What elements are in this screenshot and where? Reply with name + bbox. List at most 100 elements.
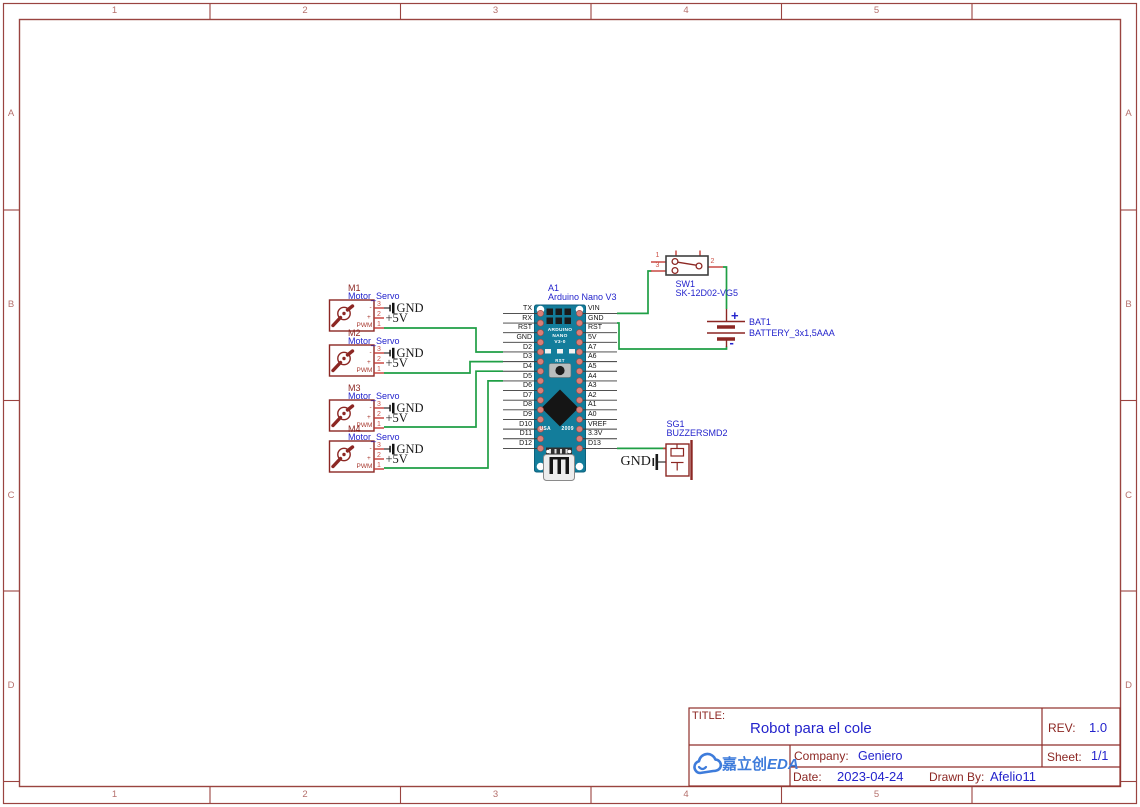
arduino-pin-d6[interactable]: D6 — [523, 382, 532, 390]
servo-m1-designator[interactable]: M1 — [348, 282, 361, 293]
servo-m3-pin2-number: 2 — [377, 410, 381, 418]
arduino-pin-a5-right[interactable]: A5 — [588, 362, 597, 370]
led-indicators-icon — [545, 349, 575, 354]
company-value[interactable]: Geniero — [858, 748, 903, 763]
silk-v3: V3-0 — [554, 340, 566, 346]
sheet-value[interactable]: 1/1 — [1091, 749, 1109, 763]
arduino-pin-d4[interactable]: D4 — [523, 362, 532, 370]
wire-sw2-bat — [723, 266, 728, 309]
arduino-pin-d13-right[interactable]: D13 — [588, 440, 601, 447]
servo-m3-symbol[interactable] — [328, 399, 395, 432]
frame-col-3-top: 3 — [492, 5, 499, 16]
arduino-pin-d5[interactable]: D5 — [523, 372, 532, 380]
buzzer-designator[interactable]: SG1 — [666, 419, 685, 429]
arduino-pin-d2[interactable]: D2 — [523, 343, 532, 351]
servo-m2-pin-plus: + — [367, 358, 371, 366]
servo-m4-gnd-netlabel[interactable]: GND — [396, 442, 424, 456]
wire-m2-d3 — [384, 360, 503, 374]
buzzer-gnd-netlabel[interactable]: GND — [620, 454, 651, 469]
sheet-label: Sheet: — [1047, 749, 1082, 764]
buzzer-sg1-symbol[interactable] — [652, 440, 693, 480]
servo-m1-symbol[interactable] — [328, 299, 395, 332]
date-label: Date: — [793, 769, 822, 784]
servo-m2-symbol[interactable] — [328, 344, 395, 377]
switch-pin2-number: 2 — [710, 257, 715, 265]
frame-row-C-left: C — [7, 489, 15, 501]
servo-m2-pin1-number: 1 — [377, 365, 381, 373]
arduino-pin-tx[interactable]: TX — [523, 305, 532, 312]
arduino-pin-a1-right[interactable]: A1 — [588, 401, 597, 409]
drawn-by-label: Drawn By: — [929, 769, 985, 784]
title-value[interactable]: Robot para el cole — [750, 720, 872, 737]
arduino-pin-vin-right[interactable]: VIN — [588, 305, 600, 312]
frame-row-A-left: A — [7, 108, 15, 119]
arduino-value[interactable]: Arduino Nano V3 — [548, 292, 617, 302]
servo-m2-gnd-netlabel[interactable]: GND — [396, 346, 424, 360]
servo-m3-gnd-netlabel[interactable]: GND — [396, 401, 424, 415]
servo-m4-pin-plus: + — [367, 454, 371, 462]
servo-m2-pin-pwm: PWM — [356, 367, 373, 374]
arduino-pin-a6-right[interactable]: A6 — [588, 353, 597, 361]
arduino-pin-d8[interactable]: D8 — [523, 401, 532, 409]
switch-sw1-symbol[interactable] — [651, 250, 723, 276]
servo-m1-5v-netlabel[interactable]: +5V — [385, 310, 408, 325]
arduino-pin-3.3v-right[interactable]: 3.3V — [588, 430, 603, 438]
arduino-pin-d10[interactable]: D10 — [519, 420, 532, 428]
arduino-pin-rst-right[interactable]: RST — [588, 324, 602, 332]
arduino-pin-rx[interactable]: RX — [522, 314, 532, 322]
frame-col-2-top: 2 — [302, 5, 308, 16]
arduino-pin-d7[interactable]: D7 — [523, 391, 532, 399]
servo-m3-5v-netlabel[interactable]: +5V — [385, 410, 408, 425]
drawn-by-value[interactable]: Afelio11 — [990, 768, 1037, 784]
frame-row-C-right: C — [1125, 489, 1132, 501]
servo-m1-gnd-netlabel[interactable]: GND — [396, 301, 424, 315]
servo-m4-5v-netlabel[interactable]: +5V — [385, 451, 408, 466]
arduino-pin-a4-right[interactable]: A4 — [588, 372, 597, 380]
arduino-pin-d12[interactable]: D12 — [519, 440, 532, 447]
battery-designator[interactable]: BAT1 — [749, 317, 771, 327]
arduino-pin-d9[interactable]: D9 — [523, 411, 532, 419]
servo-m1-pin1-number: 1 — [377, 320, 381, 328]
arduino-pin-a0-right[interactable]: A0 — [588, 411, 597, 419]
rev-value[interactable]: 1.0 — [1089, 719, 1108, 735]
arduino-pin-a3-right[interactable]: A3 — [588, 382, 597, 390]
battery-plus-sign: + — [731, 308, 739, 323]
frame-row-D-right: D — [1125, 680, 1132, 691]
arduino-pin-5v-right[interactable]: 5V — [588, 333, 597, 341]
servo-m2-pin3-number: 3 — [377, 345, 381, 353]
date-value[interactable]: 2023-04-24 — [837, 768, 904, 784]
wire-gnd-bat — [617, 322, 728, 350]
servo-m2-designator[interactable]: M2 — [348, 327, 361, 338]
servo-m1-value[interactable]: Motor_Servo — [348, 291, 400, 301]
wire-m3-d4 — [384, 370, 503, 428]
wire-m4-d5 — [384, 380, 503, 469]
wires[interactable] — [384, 266, 728, 469]
servo-m4-pin1-number: 1 — [377, 461, 381, 469]
arduino-pin-gnd[interactable]: GND — [516, 333, 532, 341]
arduino-pin-vref-right[interactable]: VREF — [588, 420, 607, 428]
servo-m4-symbol[interactable] — [328, 440, 395, 473]
servo-m4-designator[interactable]: M4 — [348, 423, 361, 434]
arduino-board[interactable] — [534, 304, 586, 481]
switch-designator[interactable]: SW1 — [675, 279, 696, 289]
servo-m2-value[interactable]: Motor_Servo — [348, 336, 400, 346]
arduino-pin-d11[interactable]: D11 — [519, 430, 532, 438]
frame-row-B-right: B — [1125, 299, 1132, 310]
arduino-pin-a7-right[interactable]: A7 — [588, 343, 597, 351]
servo-m2-pin2-number: 2 — [377, 355, 381, 363]
arduino-pin-gnd-right[interactable]: GND — [588, 314, 604, 322]
arduino-pin-a2-right[interactable]: A2 — [588, 391, 597, 399]
arduino-designator[interactable]: A1 — [548, 283, 560, 293]
servo-m3-value[interactable]: Motor_Servo — [348, 391, 400, 401]
servo-m3-designator[interactable]: M3 — [348, 382, 361, 393]
arduino-pin-rst[interactable]: RST — [518, 324, 532, 332]
servo-m2-5v-netlabel[interactable]: +5V — [385, 355, 408, 370]
switch-value[interactable]: SK-12D02-VG5 — [675, 288, 739, 298]
arduino-pin-d3[interactable]: D3 — [523, 353, 532, 361]
buzzer-value[interactable]: BUZZERSMD2 — [666, 428, 728, 438]
servo-m4-value[interactable]: Motor_Servo — [348, 432, 400, 442]
battery-bat1-symbol[interactable] — [707, 309, 745, 347]
battery-value[interactable]: BATTERY_3x1,5AAA — [749, 328, 835, 338]
